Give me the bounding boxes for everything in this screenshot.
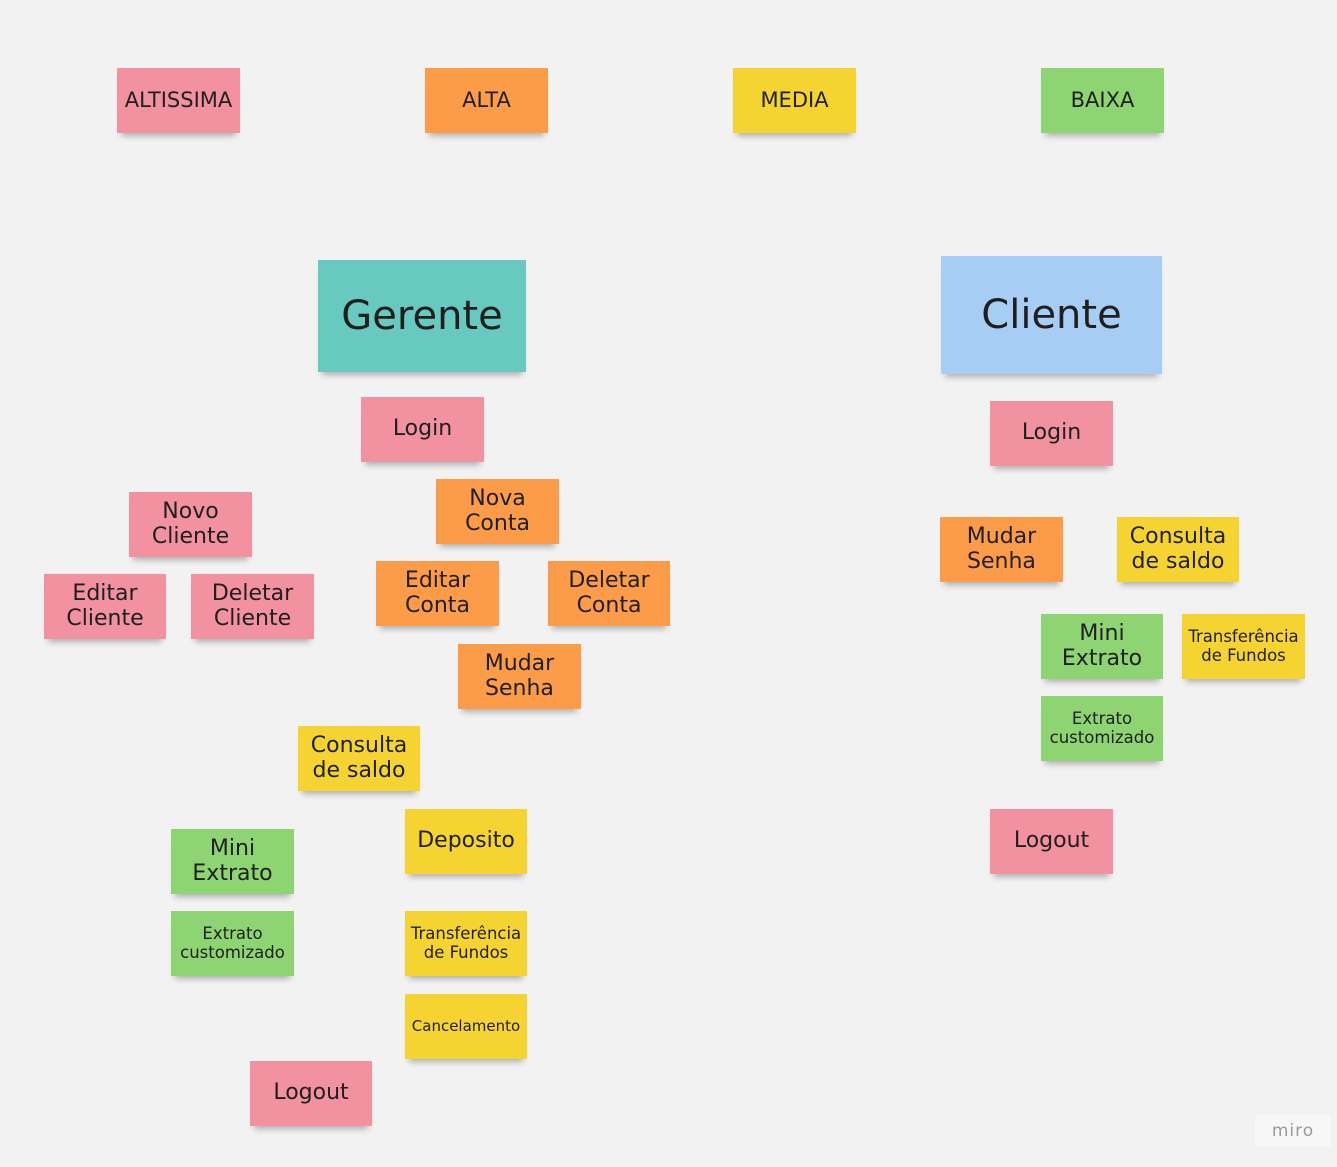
gerente-title-note[interactable]: Gerente	[318, 260, 526, 372]
gerente-deletar-cliente-note[interactable]: Deletar Cliente	[191, 574, 314, 639]
gerente-editar-conta-note[interactable]: Editar Conta	[376, 561, 499, 626]
gerente-transferencia-note[interactable]: Transferência de Fundos	[405, 911, 527, 976]
gerente-deposito-note[interactable]: Deposito	[405, 809, 527, 874]
gerente-login-note[interactable]: Login	[361, 397, 484, 462]
gerente-mini-extrato-note[interactable]: Mini Extrato	[171, 829, 294, 894]
gerente-editar-cliente-note[interactable]: Editar Cliente	[44, 574, 166, 639]
legend-baixa-note[interactable]: BAIXA	[1041, 68, 1164, 133]
gerente-novo-cliente-note[interactable]: Novo Cliente	[129, 492, 252, 557]
gerente-cancelamento-note[interactable]: Cancelamento	[405, 994, 527, 1059]
gerente-extrato-customizado-note[interactable]: Extrato customizado	[171, 911, 294, 976]
cliente-mini-extrato-note[interactable]: Mini Extrato	[1041, 614, 1163, 679]
gerente-deletar-conta-note[interactable]: Deletar Conta	[548, 561, 670, 626]
cliente-login-note[interactable]: Login	[990, 401, 1113, 466]
legend-media-note[interactable]: MEDIA	[733, 68, 856, 133]
gerente-nova-conta-note[interactable]: Nova Conta	[436, 479, 559, 544]
cliente-logout-note[interactable]: Logout	[990, 809, 1113, 874]
gerente-consulta-saldo-note[interactable]: Consulta de saldo	[298, 726, 420, 791]
gerente-logout-note[interactable]: Logout	[250, 1061, 372, 1126]
cliente-title-note[interactable]: Cliente	[941, 256, 1162, 374]
cliente-mudar-senha-note[interactable]: Mudar Senha	[940, 517, 1063, 582]
gerente-mudar-senha-note[interactable]: Mudar Senha	[458, 644, 581, 709]
cliente-consulta-saldo-note[interactable]: Consulta de saldo	[1117, 517, 1239, 582]
cliente-transferencia-note[interactable]: Transferência de Fundos	[1182, 614, 1305, 679]
legend-alta-note[interactable]: ALTA	[425, 68, 548, 133]
miro-watermark: miro	[1255, 1115, 1331, 1147]
cliente-extrato-customizado-note[interactable]: Extrato customizado	[1041, 696, 1163, 761]
legend-altissima-note[interactable]: ALTISSIMA	[117, 68, 240, 133]
